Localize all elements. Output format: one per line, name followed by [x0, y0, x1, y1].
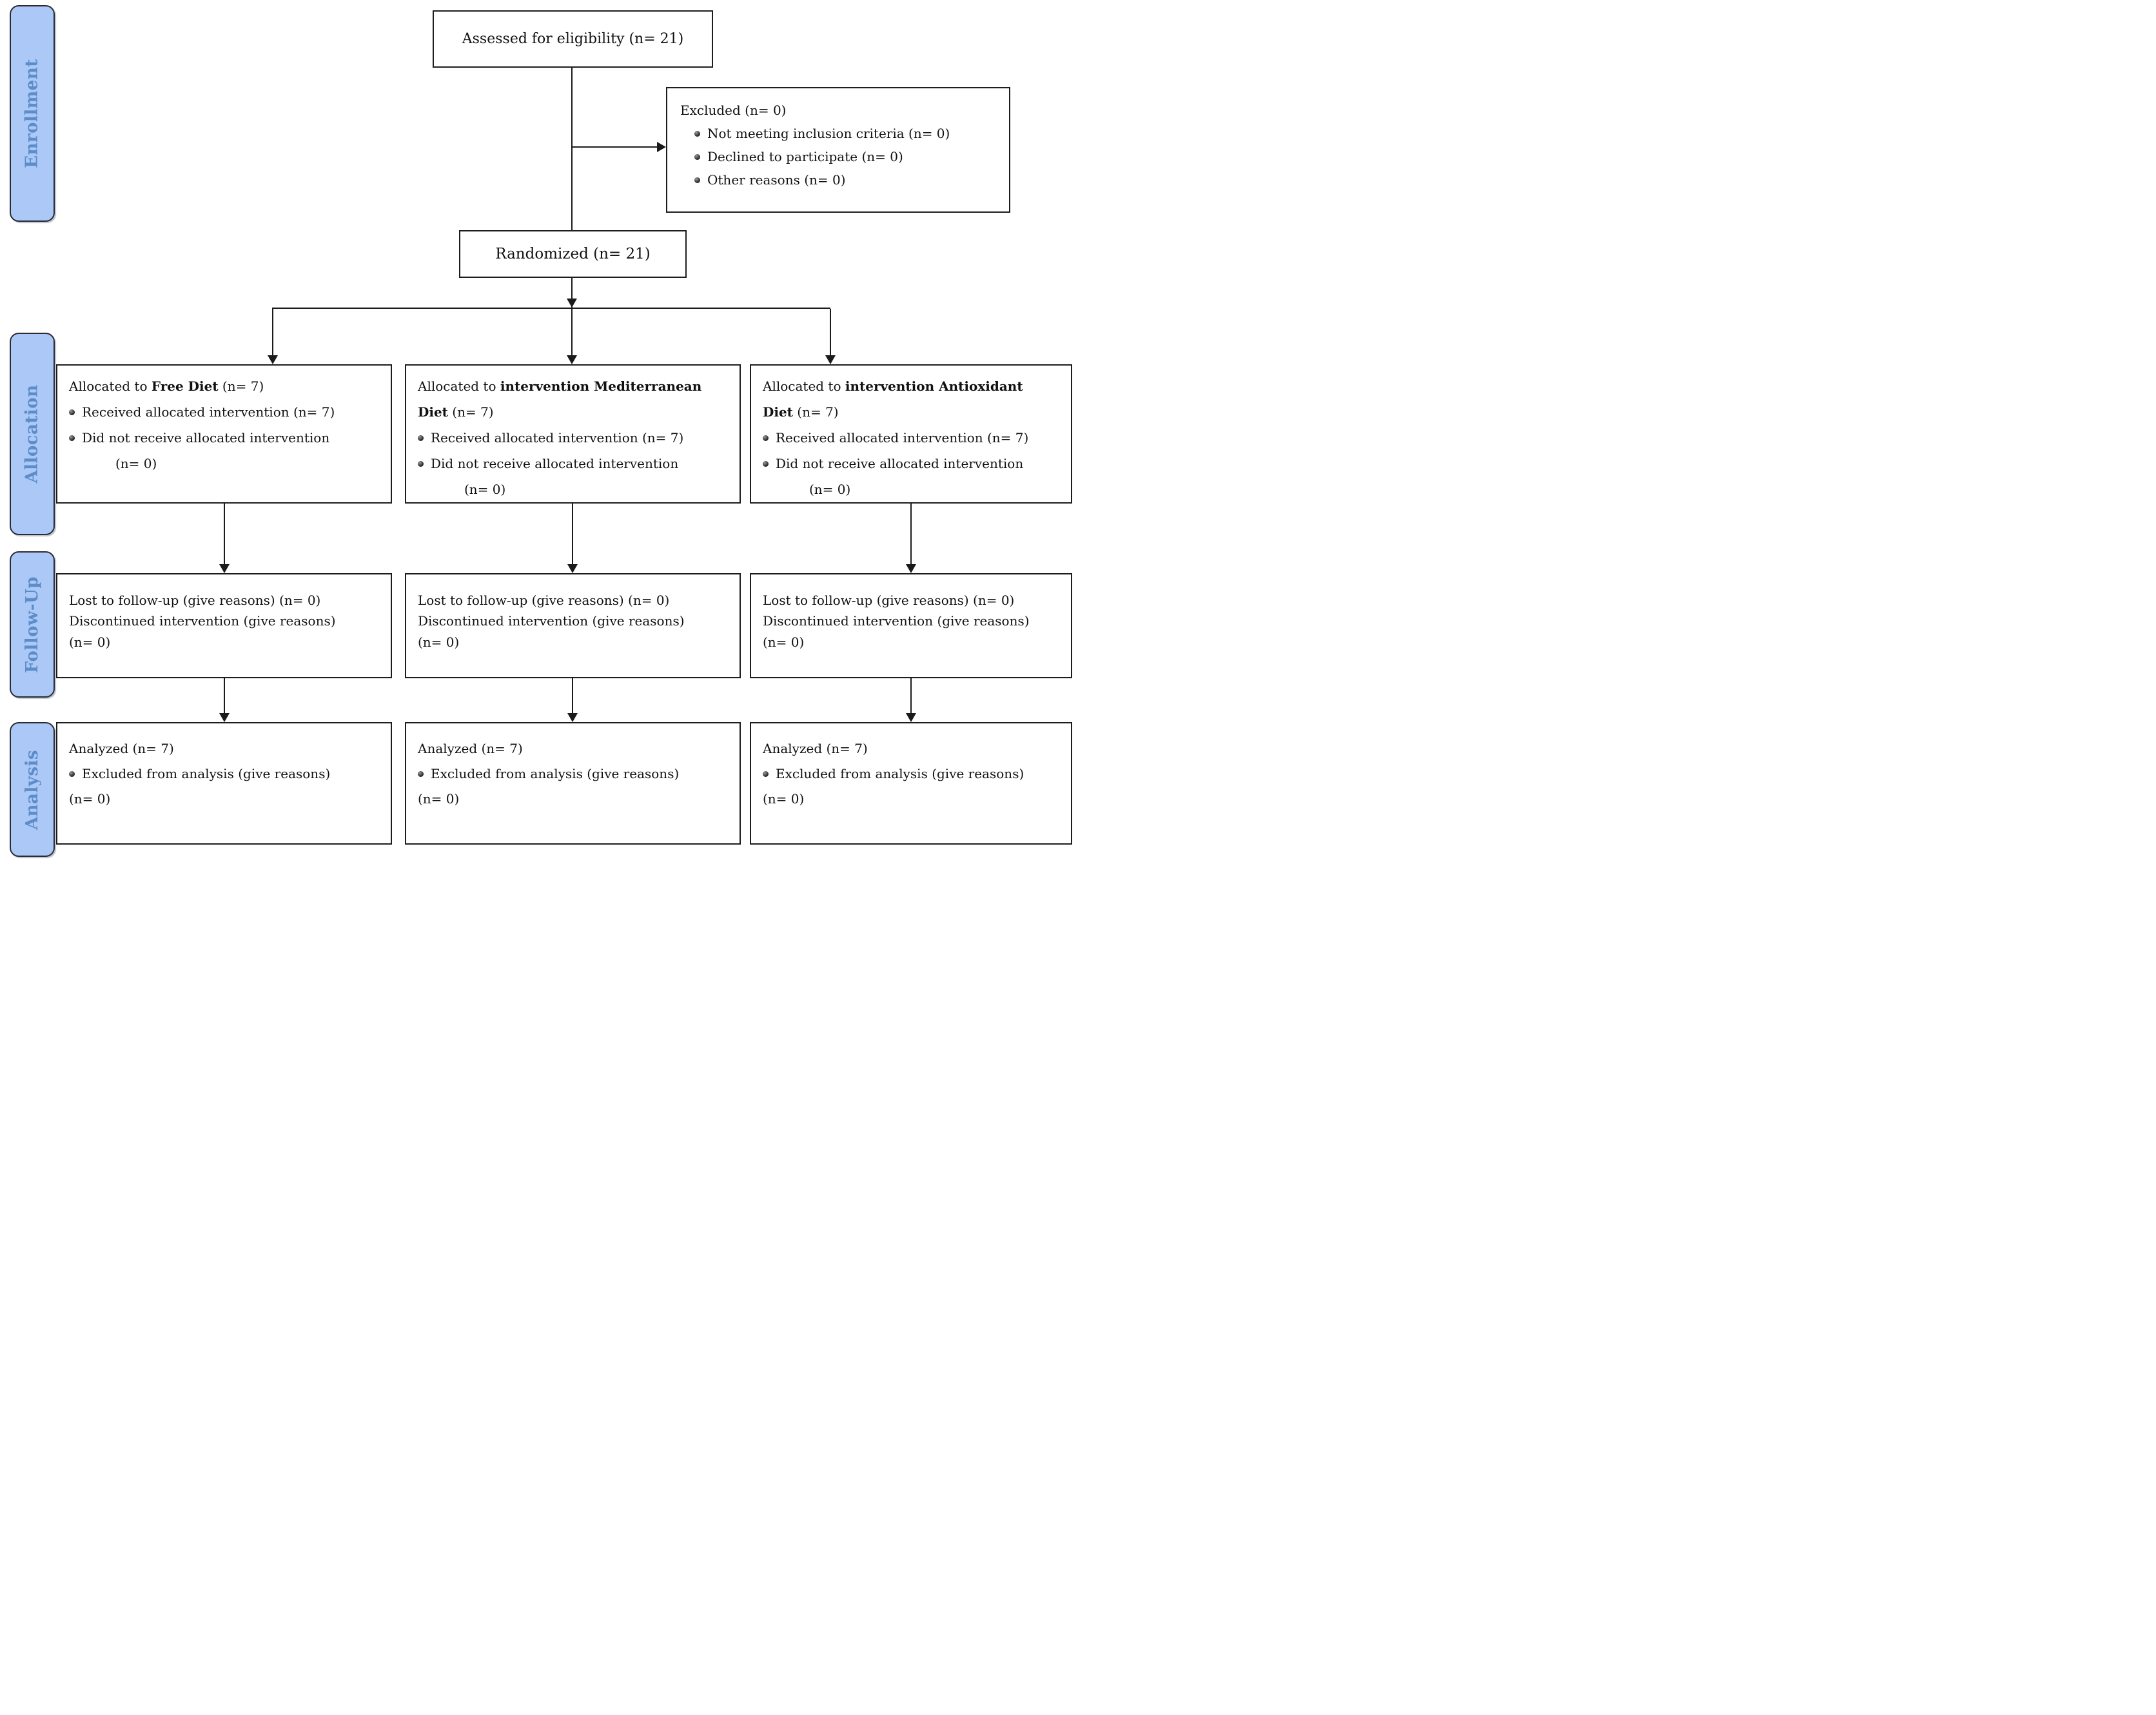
arrowhead-down-analysis-right — [906, 713, 916, 722]
randomized-box: Randomized (n= 21) — [459, 230, 687, 278]
allocation-not-received-n: (n= 0) — [464, 482, 506, 497]
excluded-item-text: Other reasons (n= 0) — [707, 172, 846, 188]
analysis-box-mediterranean: Analyzed (n= 7) Excluded from analysis (… — [405, 722, 741, 845]
assessed-text: Assessed for eligibility (n= 21) — [462, 31, 684, 47]
connector-followup-analysis-mid — [572, 678, 573, 714]
bullet-icon — [418, 460, 424, 467]
allocation-title: Allocated to intervention Mediterranean — [418, 378, 702, 394]
connector-to-excluded — [573, 146, 657, 148]
followup-lost: Lost to follow-up (give reasons) (n= 0) — [763, 593, 1015, 608]
analysis-excluded-n: (n= 0) — [418, 791, 460, 807]
excluded-item: Declined to participate (n= 0) — [680, 145, 1001, 168]
bullet-icon — [763, 435, 769, 441]
allocation-not-received: Did not receive allocated intervention — [69, 425, 382, 451]
allocation-not-received-n: (n= 0) — [809, 482, 851, 497]
analysis-box-free-diet: Analyzed (n= 7) Excluded from analysis (… — [56, 722, 392, 845]
allocation-box-antioxidant: Allocated to intervention Antioxidant Di… — [750, 364, 1072, 504]
excluded-item: Other reasons (n= 0) — [680, 168, 1001, 191]
randomized-text: Randomized (n= 21) — [495, 246, 651, 262]
phase-label-allocation: Allocation — [10, 333, 55, 535]
phase-label-followup-text: Follow-Up — [23, 576, 43, 673]
analysis-excluded-n: (n= 0) — [69, 791, 111, 807]
assessed-box: Assessed for eligibility (n= 21) — [433, 10, 713, 68]
allocation-not-received: Did not receive allocated intervention — [763, 451, 1062, 476]
connector-followup-analysis-left — [224, 678, 225, 714]
connector-followup-analysis-right — [910, 678, 912, 714]
allocation-box-free-diet: Allocated to Free Diet (n= 7) Received a… — [56, 364, 392, 504]
bullet-icon — [418, 435, 424, 441]
arrowhead-down-analysis-left — [219, 713, 230, 722]
followup-discontinued: Discontinued intervention (give reasons) — [418, 613, 685, 629]
connector-assessed-randomized — [571, 68, 573, 230]
bullet-icon — [694, 177, 700, 183]
analysis-excluded-n: (n= 0) — [763, 791, 805, 807]
allocation-title: Allocated to Free Diet (n= 7) — [69, 378, 264, 394]
bullet-icon — [694, 153, 700, 160]
phase-label-enrollment: Enrollment — [10, 5, 55, 222]
bullet-icon — [418, 770, 424, 777]
analysis-excluded: Excluded from analysis (give reasons) — [418, 761, 732, 787]
allocation-title-line2: Diet (n= 7) — [418, 404, 494, 420]
bullet-icon — [763, 460, 769, 467]
excluded-item: Not meeting inclusion criteria (n= 0) — [680, 122, 1001, 145]
arrowhead-right-excluded — [657, 142, 666, 152]
analysis-analyzed: Analyzed (n= 7) — [418, 741, 523, 756]
allocation-box-mediterranean: Allocated to intervention Mediterranean … — [405, 364, 741, 504]
arrowhead-down-alloc-left — [268, 355, 278, 364]
connector-branch-horizontal — [272, 308, 830, 309]
excluded-item-text: Declined to participate (n= 0) — [707, 149, 903, 164]
bullet-icon — [69, 435, 75, 441]
analysis-excluded: Excluded from analysis (give reasons) — [763, 761, 1063, 787]
analysis-analyzed: Analyzed (n= 7) — [763, 741, 868, 756]
followup-discontinued: Discontinued intervention (give reasons) — [763, 613, 1030, 629]
bullet-icon — [69, 409, 75, 415]
connector-drop-mid — [571, 309, 573, 357]
excluded-box: Excluded (n= 0) Not meeting inclusion cr… — [666, 87, 1010, 213]
allocation-received: Received allocated intervention (n= 7) — [418, 425, 730, 451]
excluded-title: Excluded (n= 0) — [680, 103, 787, 118]
followup-box-mediterranean: Lost to follow-up (give reasons) (n= 0) … — [405, 573, 741, 678]
bullet-icon — [69, 770, 75, 777]
followup-lost: Lost to follow-up (give reasons) (n= 0) — [69, 593, 321, 608]
arrowhead-down-alloc-mid — [567, 355, 577, 364]
connector-randomized-branch — [571, 278, 573, 308]
allocation-not-received: Did not receive allocated intervention — [418, 451, 730, 476]
allocation-title: Allocated to intervention Antioxidant — [763, 378, 1023, 394]
excluded-item-text: Not meeting inclusion criteria (n= 0) — [707, 126, 950, 141]
followup-discontinued-n: (n= 0) — [418, 634, 460, 650]
followup-discontinued-n: (n= 0) — [763, 634, 805, 650]
allocation-received: Received allocated intervention (n= 7) — [69, 399, 382, 425]
arrowhead-down-alloc-right — [825, 355, 836, 364]
bullet-icon — [763, 770, 769, 777]
arrowhead-down-followup-left — [219, 564, 230, 573]
analysis-excluded: Excluded from analysis (give reasons) — [69, 761, 383, 787]
allocation-not-received-n: (n= 0) — [115, 456, 157, 471]
bullet-icon — [694, 130, 700, 137]
followup-discontinued-n: (n= 0) — [69, 634, 111, 650]
allocation-title-line2: Diet (n= 7) — [763, 404, 839, 420]
phase-label-analysis-text: Analysis — [23, 749, 42, 830]
phase-label-enrollment-text: Enrollment — [23, 59, 43, 168]
arrowhead-down-followup-right — [906, 564, 916, 573]
arrowhead-down-followup-mid — [567, 564, 578, 573]
analysis-analyzed: Analyzed (n= 7) — [69, 741, 174, 756]
connector-alloc-followup-right — [910, 504, 912, 565]
connector-drop-left — [272, 309, 273, 357]
phase-label-followup: Follow-Up — [10, 551, 55, 698]
phase-label-allocation-text: Allocation — [23, 384, 43, 484]
phase-label-analysis: Analysis — [10, 722, 55, 857]
followup-box-antioxidant: Lost to follow-up (give reasons) (n= 0) … — [750, 573, 1072, 678]
connector-alloc-followup-left — [224, 504, 225, 565]
consort-flow-diagram: Enrollment Allocation Follow-Up Analysis… — [0, 0, 1078, 858]
connector-alloc-followup-mid — [572, 504, 573, 565]
allocation-received: Received allocated intervention (n= 7) — [763, 425, 1062, 451]
followup-box-free-diet: Lost to follow-up (give reasons) (n= 0) … — [56, 573, 392, 678]
arrowhead-down-analysis-mid — [567, 713, 578, 722]
arrowhead-down-branch — [567, 299, 577, 308]
connector-drop-right — [830, 309, 831, 357]
followup-lost: Lost to follow-up (give reasons) (n= 0) — [418, 593, 670, 608]
analysis-box-antioxidant: Analyzed (n= 7) Excluded from analysis (… — [750, 722, 1072, 845]
followup-discontinued: Discontinued intervention (give reasons) — [69, 613, 336, 629]
